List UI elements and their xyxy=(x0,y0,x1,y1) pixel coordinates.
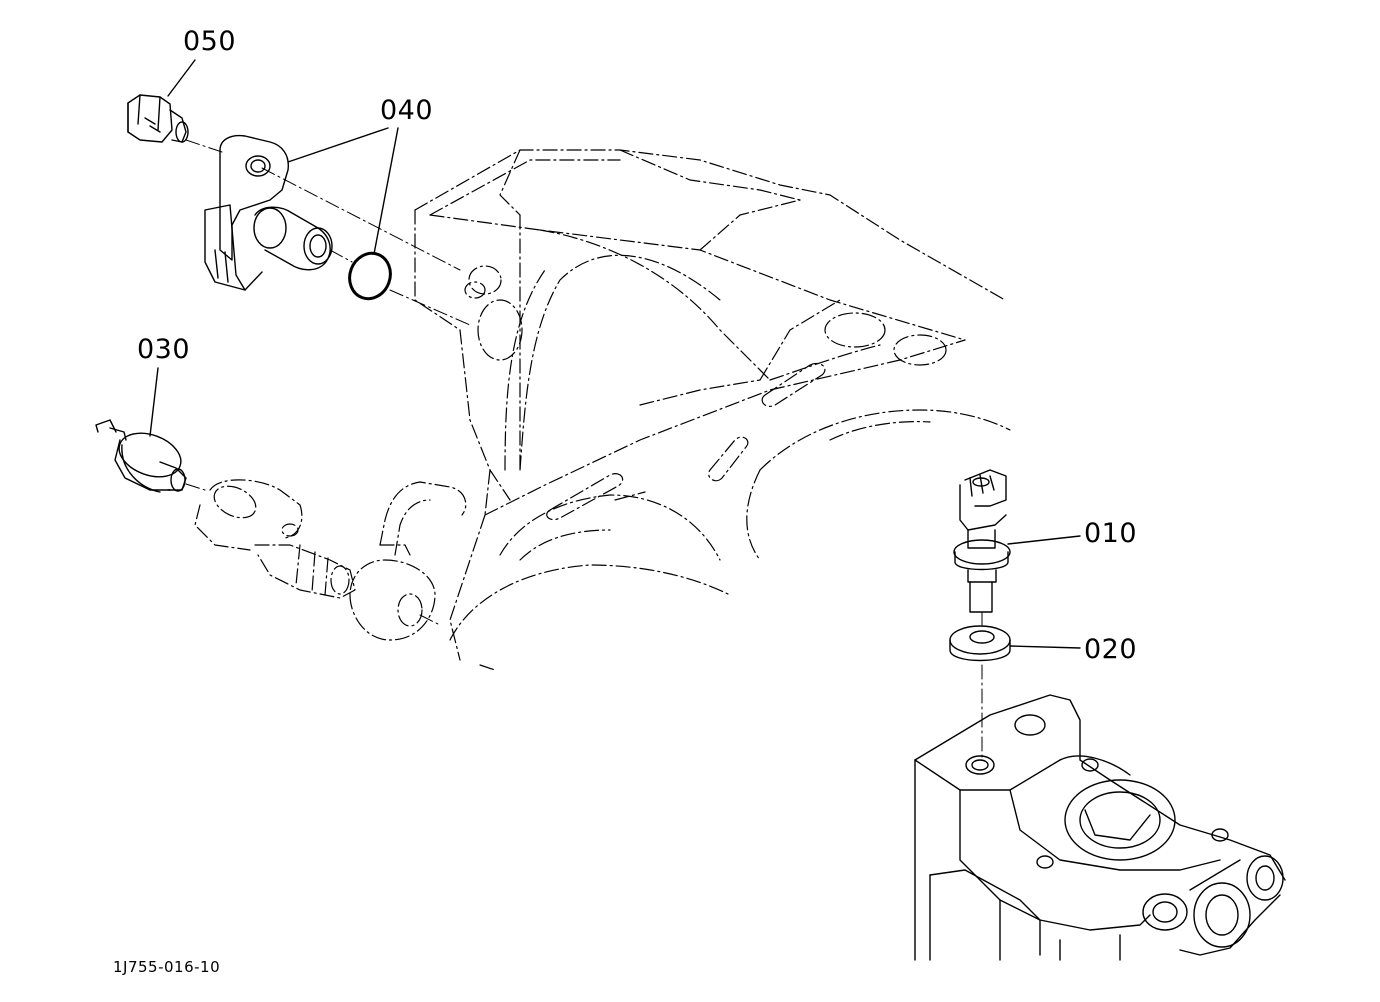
phantom-banjo-fitting xyxy=(194,479,467,641)
part-040-speed-sensor xyxy=(204,134,333,291)
drawing-number: 1J755-016-10 xyxy=(113,958,221,976)
callout-leader-lines xyxy=(149,59,1081,649)
callout-030: 030 xyxy=(137,334,191,365)
part-020-sealing-washer xyxy=(949,625,1011,662)
callout-020: 020 xyxy=(1084,634,1138,665)
cylinder-head-housing xyxy=(914,694,1286,961)
callout-040: 040 xyxy=(380,95,434,126)
part-010-temperature-sensor xyxy=(953,469,1011,613)
assembly-center-lines xyxy=(185,139,983,761)
part-030-oil-pressure-switch xyxy=(95,419,187,493)
callout-050: 050 xyxy=(183,26,237,57)
engine-block-outline xyxy=(414,149,1011,671)
part-040-o-ring xyxy=(348,251,392,301)
part-050-plug-bolt xyxy=(127,94,189,143)
callout-010: 010 xyxy=(1084,518,1138,549)
